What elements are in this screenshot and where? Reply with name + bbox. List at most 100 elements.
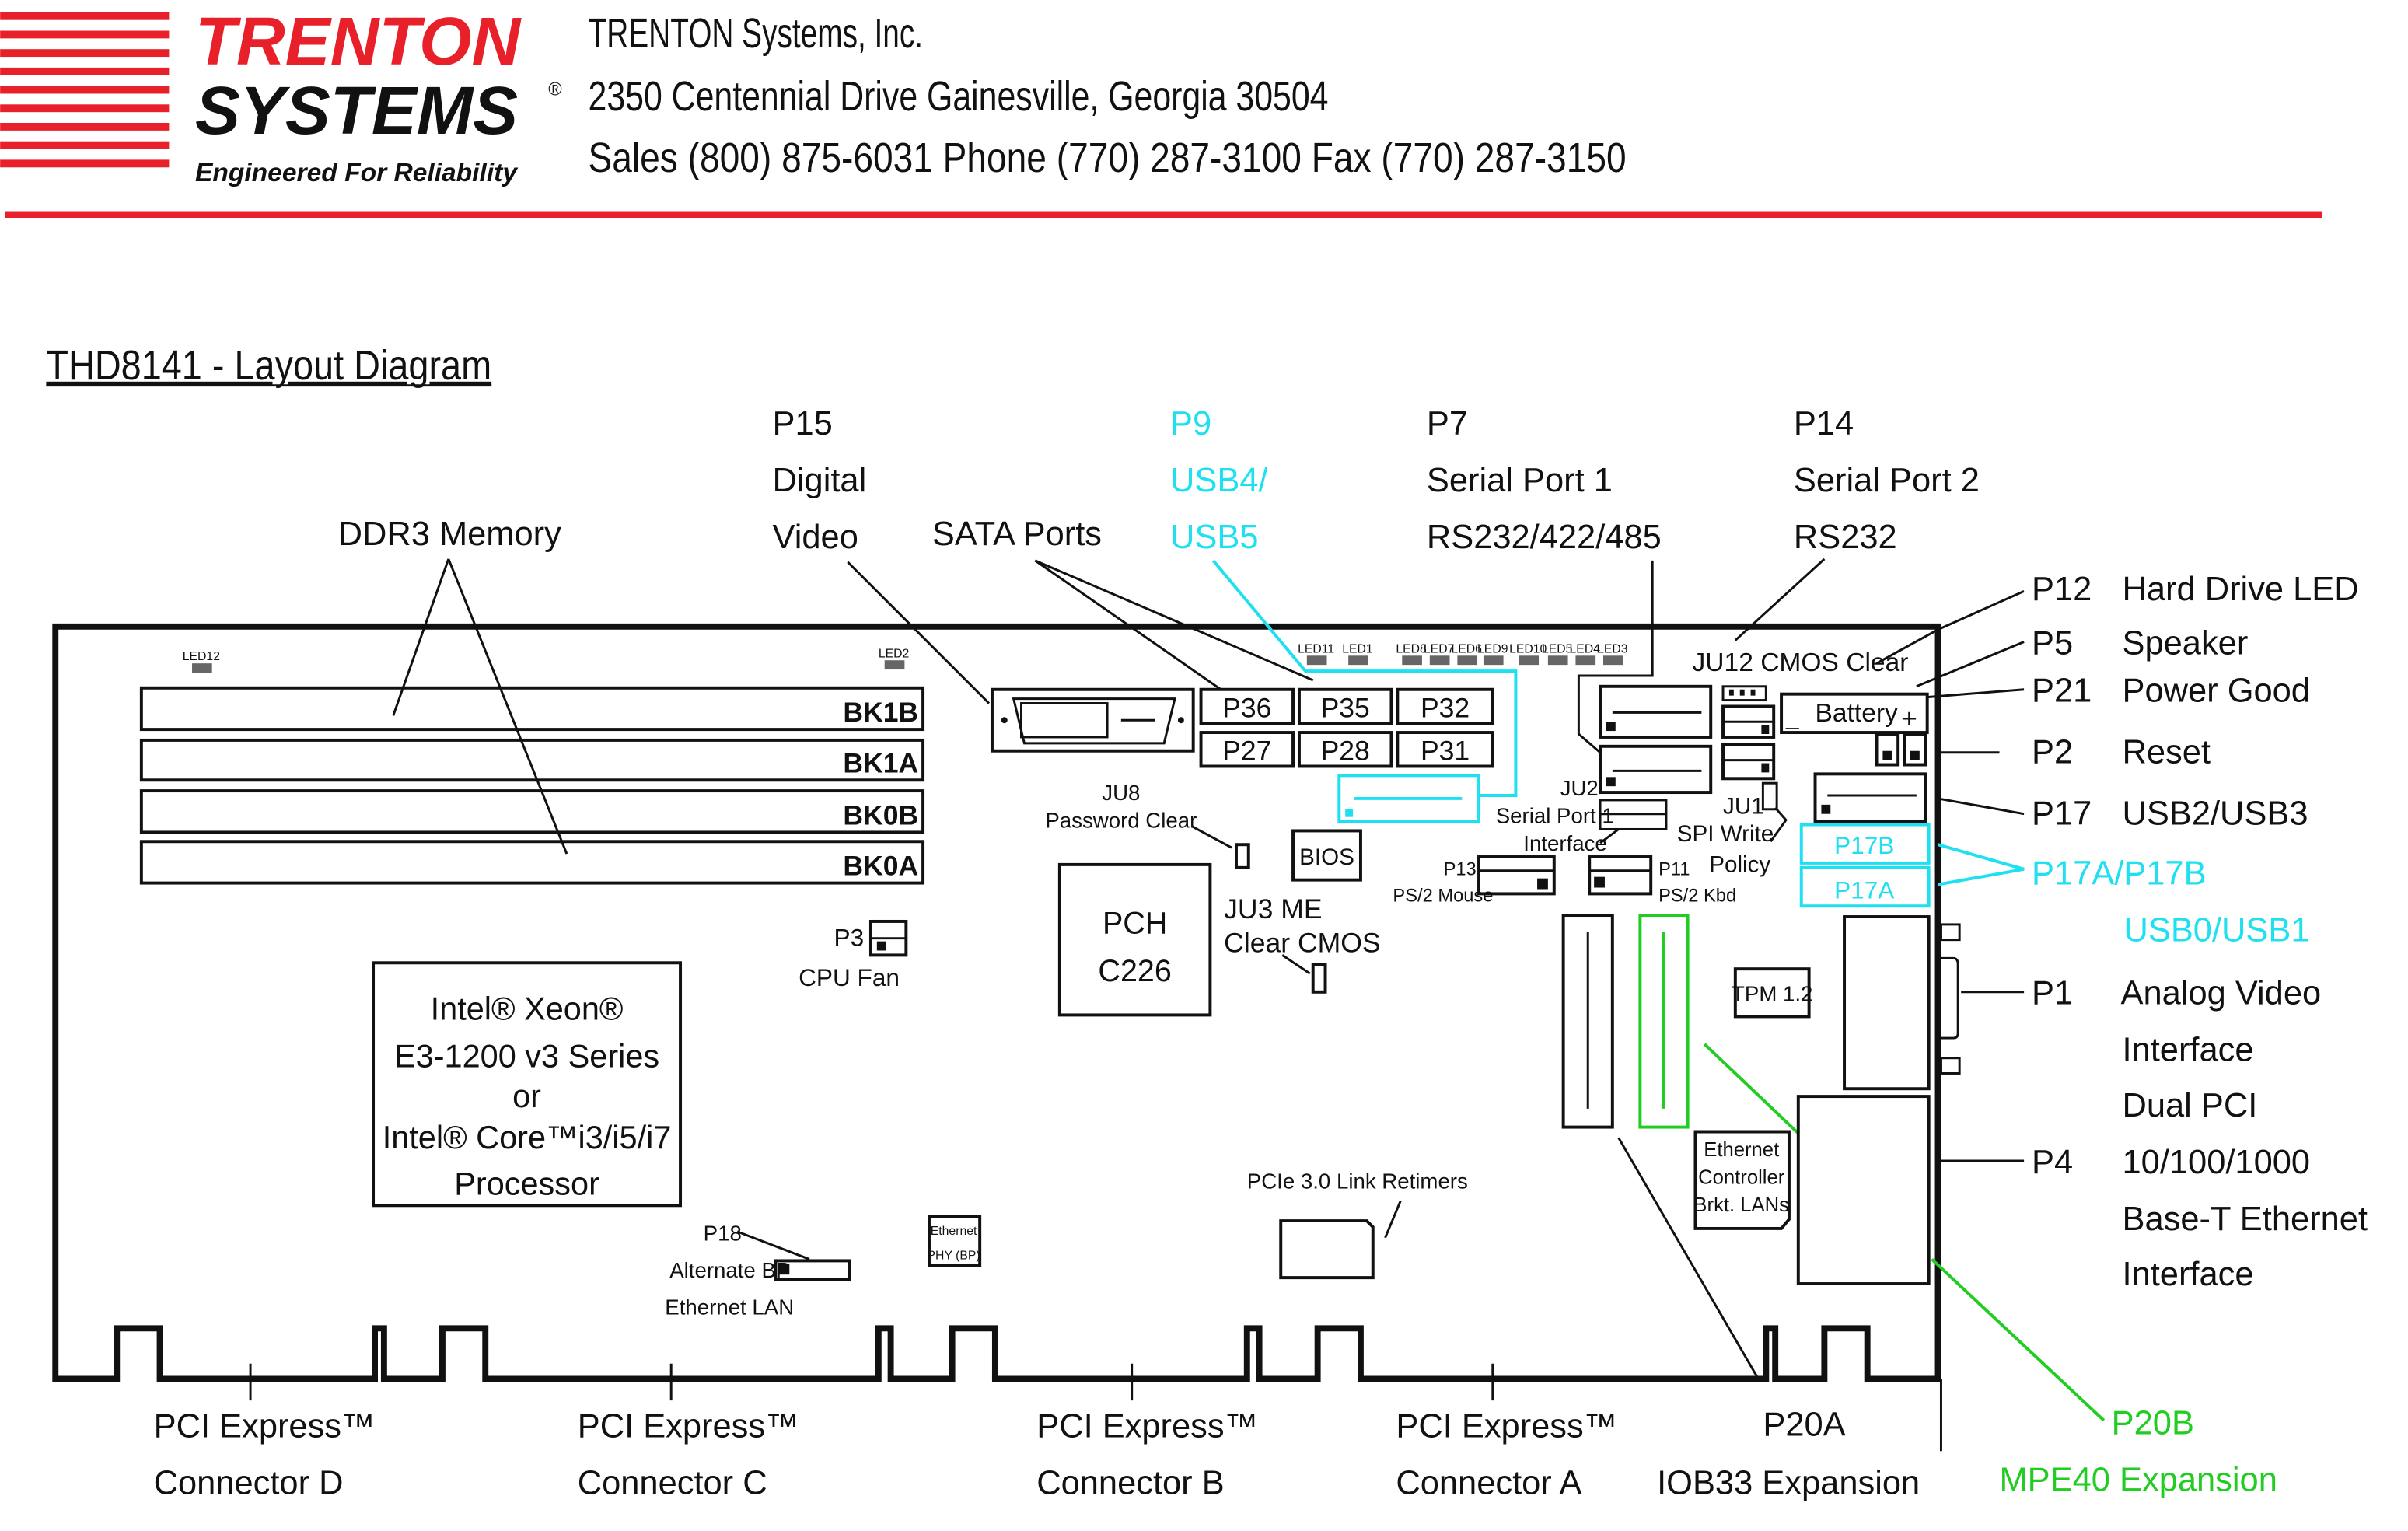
top_labels-p14-0-label: P14 <box>1794 405 1854 442</box>
bottom_labels-2-0-label: PCI Express™ <box>1036 1408 1258 1445</box>
company-phones: Sales (800) 875-6031 Phone (770) 287-310… <box>589 135 1627 181</box>
components-cpu-2-label: or <box>512 1078 541 1114</box>
right_labels-6-desc2-label: Interface <box>2123 1032 2254 1069</box>
cpu-socket <box>372 961 683 1208</box>
top_labels-p14-2-label: RS232 <box>1794 519 1897 556</box>
components-phy-1-label: PHY (BP) <box>928 1249 980 1262</box>
bottom_labels-4-0-label: P20A <box>1763 1407 1845 1444</box>
right_labels-3-id-label: P2 <box>2032 734 2073 771</box>
right_labels-1-id-label: P5 <box>2032 624 2073 662</box>
components-p17b-label: P17B <box>1834 831 1894 859</box>
memory-3-label: BK0A <box>843 851 918 882</box>
right_labels-1-desc-label: Speaker <box>2123 624 2249 662</box>
components-ju12-label: JU12 CMOS Clear <box>1693 648 1909 677</box>
memory-0-label: BK1B <box>843 697 918 728</box>
right_labels-4-id-label: P17 <box>2032 795 2092 833</box>
p17b-header <box>1799 823 1931 865</box>
right_labels-7-desc2-label: Base-T Ethernet <box>2123 1201 2368 1238</box>
p11-ps2-kbd <box>1588 855 1653 896</box>
logo-top: TRENTON <box>195 4 522 79</box>
ju3-jumper <box>1311 963 1327 994</box>
components-cpu-1-label: E3-1200 v3 Series <box>394 1038 659 1075</box>
svg-text:®: ® <box>548 79 562 100</box>
right_labels-5-desc-label: USB0/USB1 <box>2123 912 2309 949</box>
components-p13-1-label: PS/2 Mouse <box>1393 886 1493 906</box>
top_labels-p14-1-label: Serial Port 2 <box>1794 462 1980 499</box>
components-eth_ctrl-2-label: Brkt. LANs <box>1693 1194 1789 1216</box>
top_labels-p15-2-label: Video <box>773 519 858 556</box>
retimer-chip <box>1279 1219 1375 1280</box>
pch-chip <box>1057 862 1212 1017</box>
right_labels-3-desc-label: Reset <box>2123 734 2211 771</box>
components-eth_ctrl-1-label: Controller <box>1698 1167 1785 1189</box>
tagline: Engineered For Reliability <box>195 159 519 187</box>
p17a-header <box>1799 865 1931 908</box>
components-phy-0-label: Ethernet <box>931 1225 977 1238</box>
bottom_labels-1-0-label: PCI Express™ <box>578 1408 799 1445</box>
components-serial_if-1-label: Interface <box>1523 831 1607 855</box>
p18-header <box>774 1259 851 1281</box>
components-p18-2-label: Ethernet LAN <box>665 1295 794 1320</box>
dvi-connector <box>990 687 1195 753</box>
ju8-label: JU8 <box>1102 781 1140 805</box>
ports-5-label: P31 <box>1421 736 1470 767</box>
components-p3-1-label: CPU Fan <box>799 963 900 991</box>
top_labels-p15-1-label: Digital <box>773 462 867 499</box>
p1-vga-connector <box>1843 915 1931 1091</box>
right_labels-6-id-label: P1 <box>2032 975 2073 1012</box>
right_labels-2-id-label: P21 <box>2032 673 2092 710</box>
ports-2-label: P32 <box>1421 692 1470 723</box>
ports-3-label: P27 <box>1222 736 1271 767</box>
bottom_labels-3-0-label: PCI Express™ <box>1396 1408 1617 1445</box>
memory-slots: BK1B BK1A BK0B BK0A <box>139 686 925 885</box>
bottom_labels-5-1-label: MPE40 Expansion <box>2000 1462 2277 1499</box>
bottom_labels-1-1-label: Connector C <box>578 1465 767 1502</box>
leds-0-label: LED12 <box>183 650 220 663</box>
bottom_labels-0-0-label: PCI Express™ <box>154 1408 376 1445</box>
leds: LED12 LED2 LED11 LED1 LED8 LED7 LED6 LED… <box>183 642 1628 673</box>
components-p3-0-label: P3 <box>834 924 865 952</box>
bottom_labels-0-1-label: Connector D <box>154 1465 344 1502</box>
components-pch-1-label: C226 <box>1098 954 1171 988</box>
components-ju3-1-label: Clear CMOS <box>1224 927 1380 958</box>
leds-3-label: LED1 <box>1342 642 1372 655</box>
components-cpu-4-label: Processor <box>454 1165 599 1201</box>
leds-7-label: LED9 <box>1477 642 1508 655</box>
top_labels-ddr3-label: DDR3 Memory <box>338 516 561 553</box>
p4-ethernet-connector <box>1796 1095 1931 1286</box>
components-cpu-0-label: Intel® Xeon® <box>431 990 624 1026</box>
board-outline <box>52 623 1941 1382</box>
components-ju1-0-label: JU1 <box>1723 794 1764 820</box>
leds-5-label: LED7 <box>1424 642 1454 655</box>
top_labels-p9-1-label: USB4/ <box>1170 462 1268 499</box>
leds-11-label: LED3 <box>1597 642 1628 655</box>
ju12-jumper <box>1721 685 1767 702</box>
logo-bottom: SYSTEMS <box>195 73 518 149</box>
right_labels-5-id-label: P17A/P17B <box>2032 855 2207 893</box>
components-pch-0-label: PCH <box>1103 907 1167 941</box>
leds-1-label: LED2 <box>879 647 909 660</box>
components-battery_minus-label: _ <box>1785 704 1799 730</box>
tpm-chip <box>1733 967 1811 1019</box>
p9-usb-header <box>1337 774 1480 823</box>
ju1-jumper <box>1761 781 1778 811</box>
right_labels-7-desc3-label: Interface <box>2123 1256 2254 1293</box>
components-ju2-label: JU2 <box>1560 776 1599 800</box>
components-p13-0-label: P13 <box>1444 860 1477 880</box>
components-p18-1-label: Alternate BP <box>669 1258 790 1282</box>
leds-9-label: LED5 <box>1542 642 1573 655</box>
sata-ports: P36 P35 P32 P27 P28 P31 <box>1199 687 1494 768</box>
leds-2-label: LED11 <box>1298 642 1334 655</box>
components-cpu-3-label: Intel® Core™i3/i5/i7 <box>383 1119 672 1155</box>
components-battery_plus-label: + <box>1901 703 1917 734</box>
top_labels-p7-0-label: P7 <box>1427 405 1468 442</box>
battery <box>1780 692 1929 735</box>
bios-chip <box>1291 829 1362 882</box>
p20b-slot <box>1638 914 1690 1129</box>
right_labels-2-desc-label: Power Good <box>2123 673 2310 710</box>
components-p11-0-label: P11 <box>1658 860 1690 880</box>
components-ju8-1-label: Password Clear <box>1045 808 1197 832</box>
company-name: TRENTON Systems, Inc. <box>589 11 924 57</box>
